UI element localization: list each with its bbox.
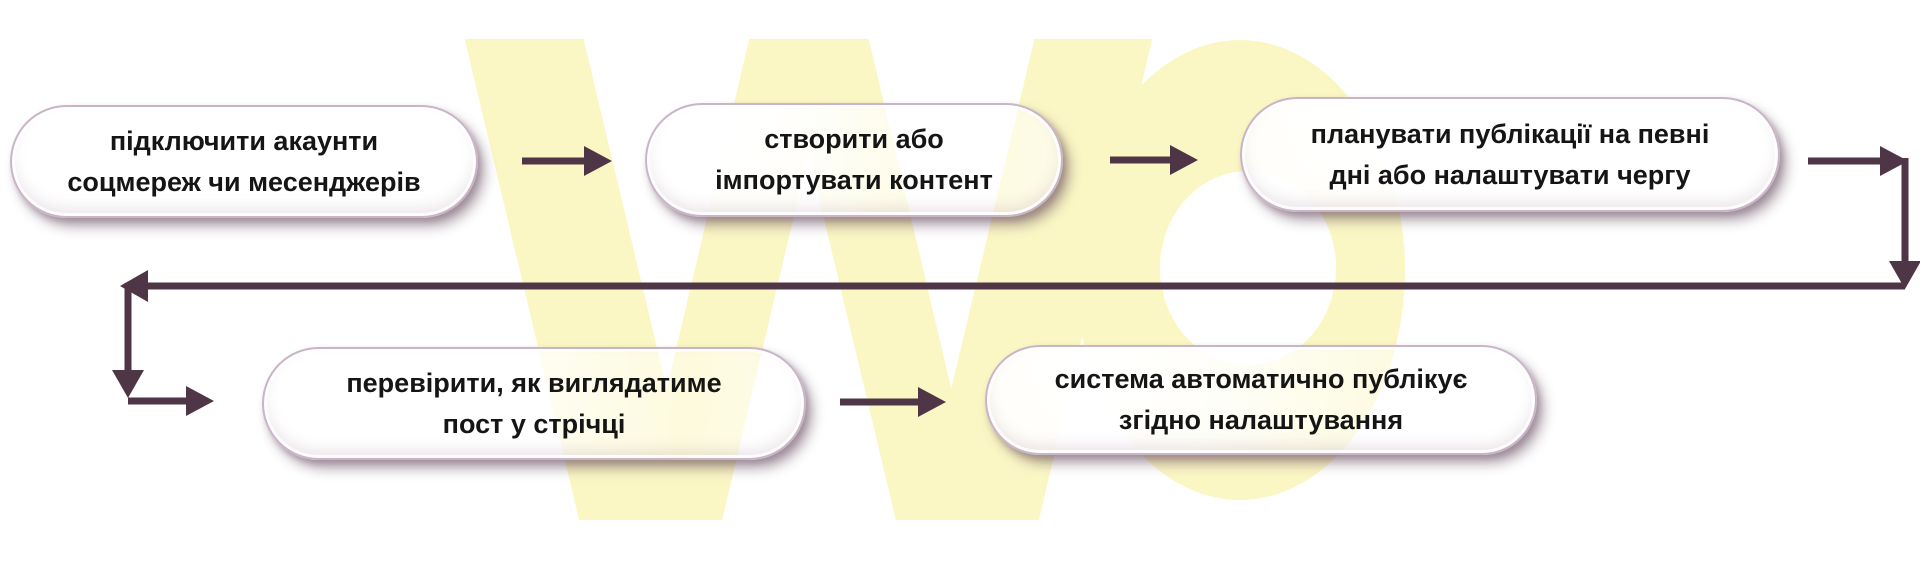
flow-step-auto-publish: система автоматично публікує згідно нала… (985, 345, 1537, 455)
flow-step-text-line: система автоматично публікує (1054, 364, 1468, 394)
flow-step-preview-post: перевірити, як виглядатиме пост у стрічц… (262, 347, 806, 460)
flow-step-schedule-posts: планувати публікації на певні дні або на… (1240, 97, 1780, 212)
flow-step-text-line: планувати публікації на певні (1310, 118, 1710, 149)
arrow-left-vertical-drop (112, 283, 144, 398)
arrow-return-line (120, 270, 1905, 302)
flow-step-text-line: створити або (764, 124, 944, 154)
arrow-step1-step2 (522, 146, 612, 176)
arrow-right-vertical-drop (1889, 158, 1920, 289)
arrow-corner-step4 (128, 386, 214, 416)
watermark-ring-counter (1160, 171, 1336, 365)
watermark-w-letter: W (445, 0, 1173, 562)
flow-step-text-line: дні або налаштувати чергу (1329, 159, 1691, 190)
flow-step-text-line: перевірити, як виглядатиме (346, 367, 722, 398)
flow-step-text-line: згідно налаштування (1118, 405, 1404, 435)
arrow-step4-step5 (840, 387, 946, 417)
flow-step-text-line: імпортувати контент (715, 165, 993, 195)
flow-step-text-line: соцмереж чи месенджерів (67, 166, 421, 197)
flow-step-text-line: пост у стрічці (442, 408, 626, 439)
arrow-step2-step3 (1110, 145, 1198, 175)
flow-step-create-content: створити або імпортувати контент (645, 103, 1063, 217)
flow-step-text-line: підключити акаунти (109, 125, 379, 156)
flow-step-connect-accounts: підключити акаунти соцмереж чи месенджер… (10, 105, 478, 218)
arrow-step3-right-corner (1808, 146, 1908, 176)
